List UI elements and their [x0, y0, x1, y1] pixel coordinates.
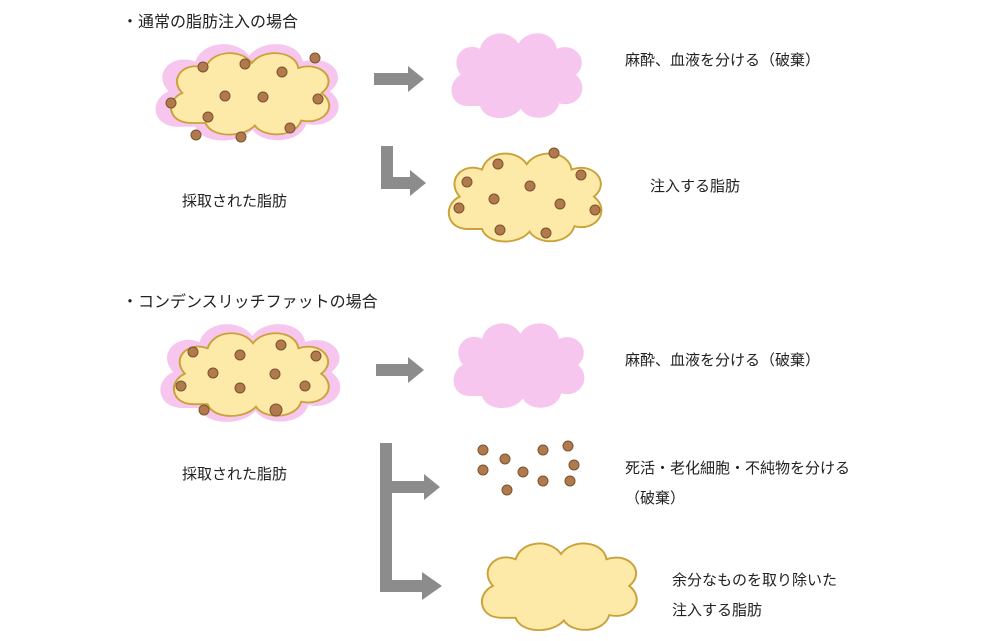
arrow-right-2 — [376, 357, 424, 383]
harvested-fat-2 — [160, 324, 341, 422]
output-1-anesthesia-label: 麻酔、血液を分ける（破棄） — [625, 51, 821, 69]
arrow-right-1 — [374, 66, 424, 92]
impurity-dots — [477, 440, 580, 496]
section-1-title: ・通常の脂肪注入の場合 — [122, 12, 299, 31]
output-2-clean-fat-label-line1: 余分なものを取り除いた — [672, 571, 838, 589]
anesthesia-blood-blob-2 — [453, 323, 585, 409]
output-2-impurities-label-line1: 死活・老化細胞・不純物を分ける — [625, 459, 851, 477]
injected-fat-1 — [447, 147, 603, 243]
arrow-bent-1 — [381, 146, 426, 196]
output-1-injected-fat-label: 注入する脂肪 — [650, 177, 741, 195]
arrow-branch-2 — [380, 443, 442, 600]
clean-injected-fat — [480, 542, 638, 632]
anesthesia-blood-blob-1 — [451, 33, 583, 119]
output-2-impurities-label-line2: （破棄） — [625, 489, 686, 507]
section-2-title: ・コンデンスリッチファットの場合 — [122, 292, 378, 311]
output-2-clean-fat-label-line2: 注入する脂肪 — [672, 601, 763, 619]
harvested-fat-1 — [155, 44, 339, 143]
harvested-fat-1-label: 採取された脂肪 — [182, 192, 288, 210]
output-2-anesthesia-label: 麻酔、血液を分ける（破棄） — [625, 351, 821, 369]
harvested-fat-2-label: 採取された脂肪 — [182, 465, 288, 483]
fat-cells-1 — [165, 52, 324, 143]
fat-cells-2 — [175, 339, 322, 417]
